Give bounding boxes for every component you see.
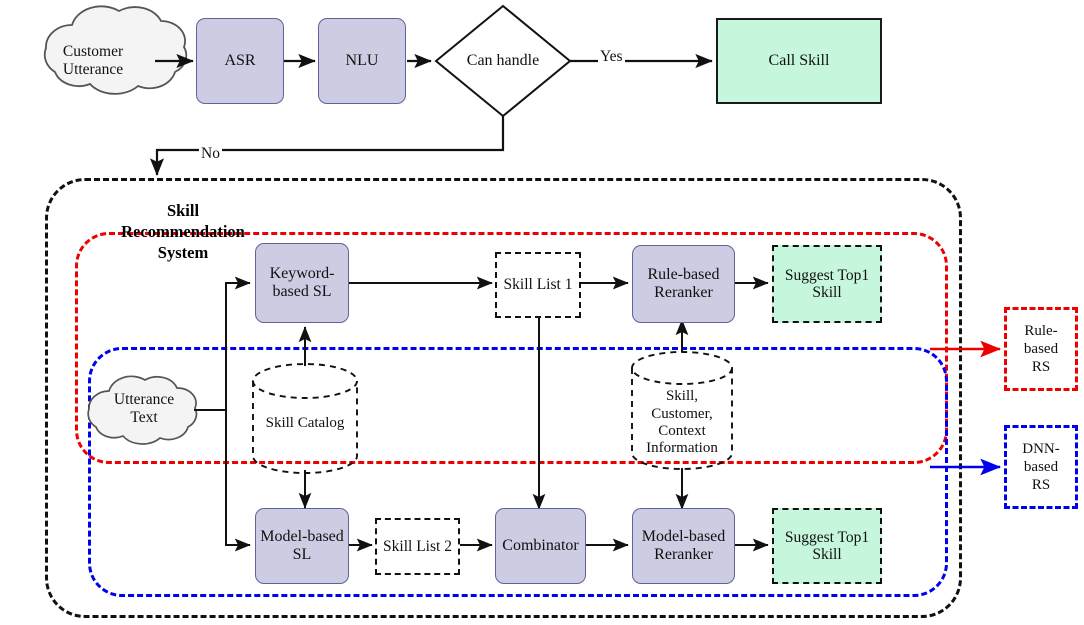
utterance-text-label: Utterance Text xyxy=(113,391,175,426)
skill-list-2-box[interactable]: Skill List 2 xyxy=(375,518,460,575)
nlu-box[interactable]: NLU xyxy=(318,18,406,104)
combinator-box[interactable]: Combinator xyxy=(495,508,586,584)
rule-based-rs-box[interactable]: Rule- based RS xyxy=(1004,307,1078,391)
customer-utterance-label: Customer Utterance xyxy=(62,43,124,78)
model-based-sl-box[interactable]: Model-based SL xyxy=(255,508,349,584)
model-based-reranker-box[interactable]: Model-based Reranker xyxy=(632,508,735,584)
suggest-top1-model-box[interactable]: Suggest Top1 Skill xyxy=(772,508,882,584)
can-handle-label: Can handle xyxy=(466,52,540,70)
call-skill-box[interactable]: Call Skill xyxy=(716,18,882,104)
group-dnn-based-rs xyxy=(88,347,948,597)
dnn-based-rs-box[interactable]: DNN- based RS xyxy=(1004,425,1078,509)
rule-based-reranker-box[interactable]: Rule-based Reranker xyxy=(632,245,735,323)
suggest-top1-rule-box[interactable]: Suggest Top1 Skill xyxy=(772,245,882,323)
context-store-label: Skill, Customer, Context Information xyxy=(646,388,718,457)
group-skill-recommendation-system xyxy=(45,178,962,618)
keyword-based-sl-box[interactable]: Keyword- based SL xyxy=(255,243,349,323)
skill-catalog-label: Skill Catalog xyxy=(265,415,345,432)
yes-label: Yes xyxy=(598,48,625,66)
asr-box[interactable]: ASR xyxy=(196,18,284,104)
skill-list-1-box[interactable]: Skill List 1 xyxy=(495,252,581,318)
system-label: Skill Recommendation System xyxy=(121,201,245,263)
no-label: No xyxy=(199,145,222,163)
